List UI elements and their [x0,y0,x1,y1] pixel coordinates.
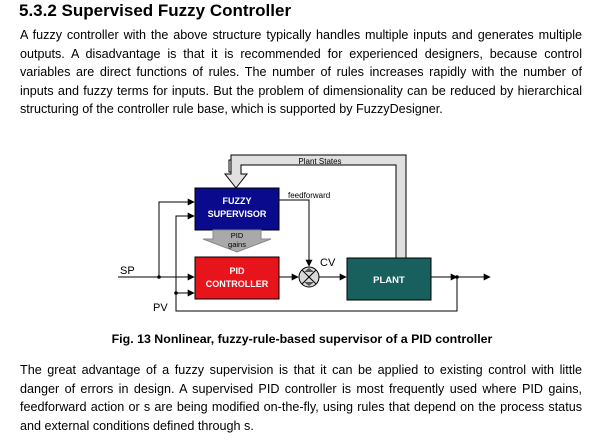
sp-label: SP [120,265,135,277]
cv-label: CV [320,257,336,269]
pv-to-supervisor-line [175,212,195,293]
pid-gains-arrow [202,229,272,253]
pid-controller-label-1: PID [229,266,245,276]
feedforward-line [279,199,313,267]
pid-gains-label-1: PID [231,231,244,240]
pid-controller-label-2: CONTROLLER [206,279,269,289]
figure-caption: Fig. 13 Nonlinear, fuzzy-rule-based supe… [111,332,493,346]
plant-label: PLANT [373,275,405,286]
section-heading: 5.3.2 Supervised Fuzzy Controller [19,1,292,20]
pid-controller-block [194,256,280,300]
outro-paragraph: The great advantage of a fuzzy supervisi… [20,363,582,433]
fuzzy-supervisor-block [194,187,280,231]
fuzzy-supervisor-label-2: SUPERVISOR [208,209,267,219]
plant-block [346,257,432,301]
pid-gains-label-2: gains [228,240,246,249]
summing-junction [298,266,320,288]
pv-label: PV [153,302,168,314]
feedforward-label: feedforward [288,191,330,200]
fuzzy-supervisor-label-1: FUZZY [223,196,252,206]
plant-states-label: Plant States [298,157,341,166]
sp-to-supervisor-line [158,198,195,277]
pv-feedback-line [175,277,458,312]
intro-paragraph: A fuzzy controller with the above struct… [20,28,582,117]
